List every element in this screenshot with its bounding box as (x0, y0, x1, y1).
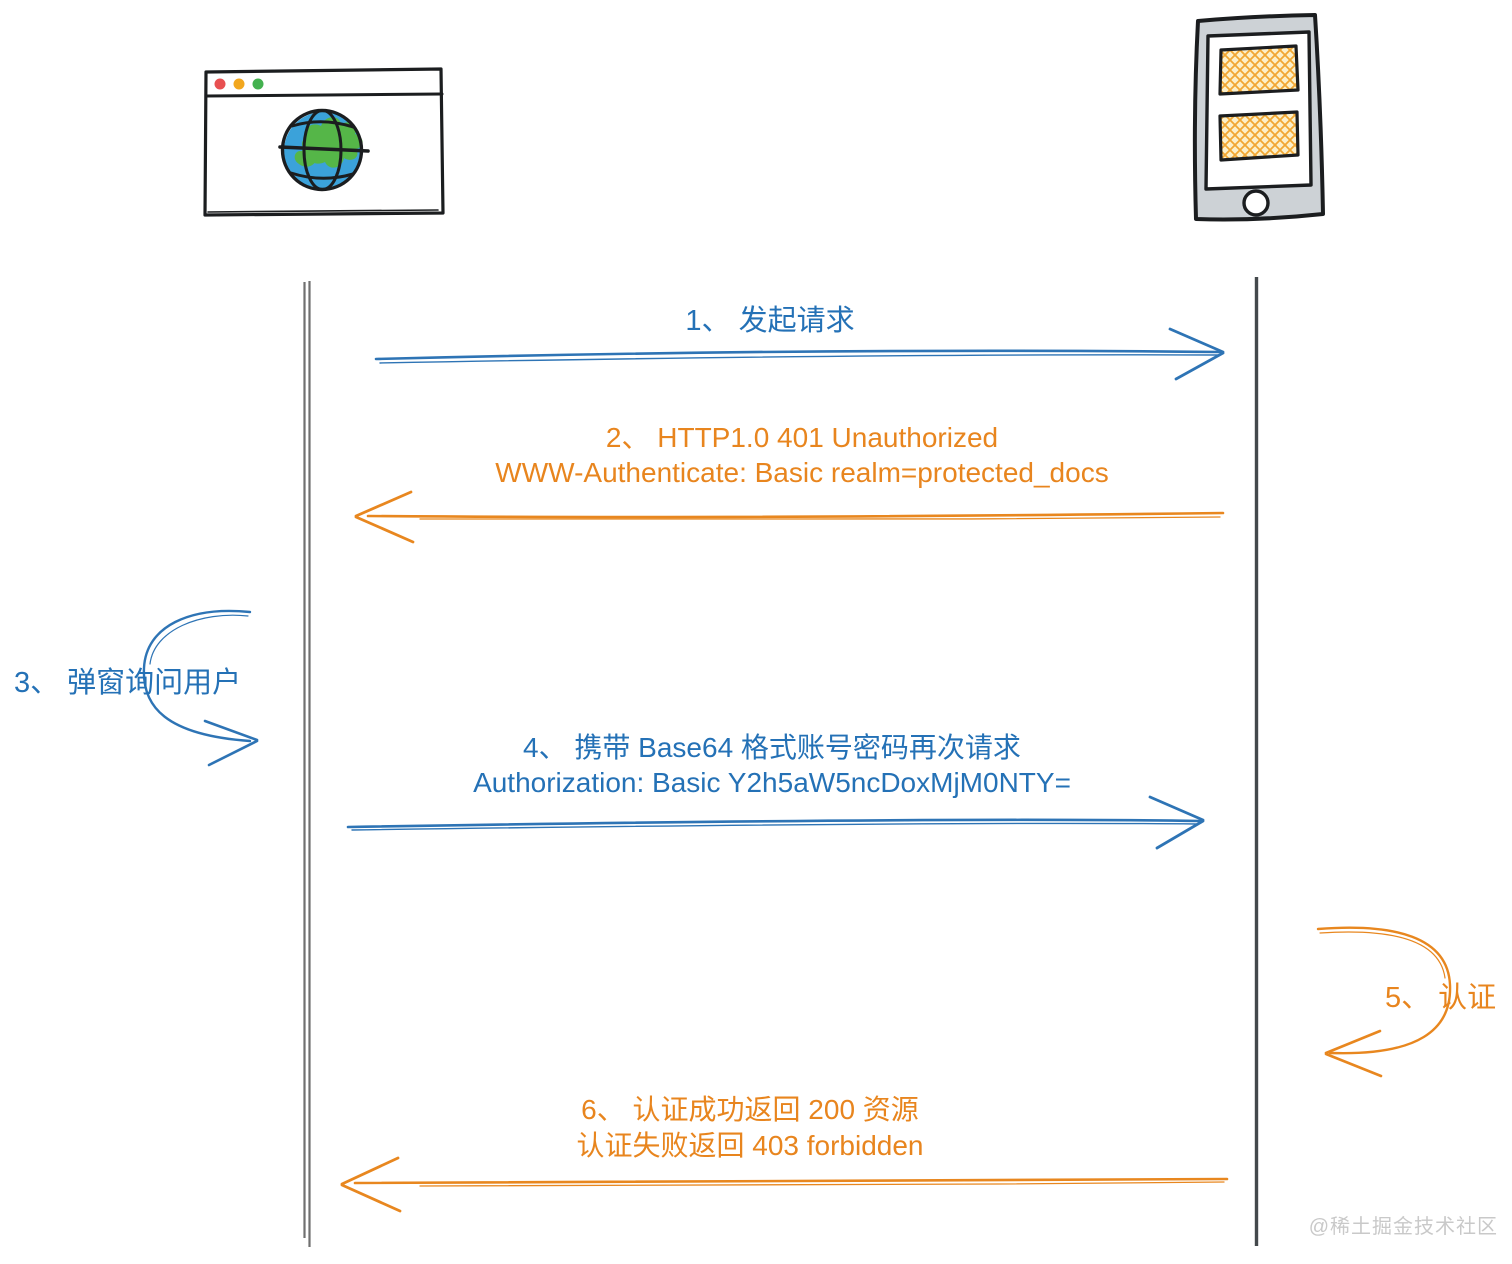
server-slot-top (1218, 44, 1300, 96)
globe-icon (278, 108, 370, 192)
message-4-line1: 4、 携带 Base64 格式账号密码再次请求 (523, 732, 1021, 763)
message-4-line2: Authorization: Basic Y2h5aW5ncDoxMjM0NTY… (473, 767, 1071, 798)
server-slot-bottom (1218, 110, 1300, 162)
dot-green (252, 78, 264, 90)
watermark: @稀土掘金技术社区 (1308, 1216, 1498, 1238)
arrow-request-4 (346, 795, 1205, 850)
self-loop-prompt-3 (142, 609, 259, 767)
message-6-label: 6、 认证成功返回 200 资源 认证失败返回 403 forbidden (420, 1092, 1080, 1164)
message-3-label: 3、 弹窗询问用户 (14, 667, 242, 699)
message-2-line2: WWW-Authenticate: Basic realm=protected_… (495, 457, 1109, 488)
message-2-label: 2、 HTTP1.0 401 Unauthorized WWW-Authenti… (432, 420, 1172, 490)
self-loop-auth-5 (1316, 926, 1452, 1078)
server-device-icon (1192, 13, 1325, 222)
arrow-response-6 (340, 1156, 1229, 1213)
arrow-response-2 (354, 490, 1225, 544)
browser-globe-icon (203, 67, 445, 217)
arrow-request-1 (374, 327, 1225, 381)
dot-red (214, 78, 226, 90)
message-5-label: 5、 认证 (1385, 982, 1497, 1014)
message-1-label: 1、 发起请求 (685, 305, 855, 337)
message-6-line1: 6、 认证成功返回 200 资源 (581, 1094, 919, 1125)
dot-yellow (233, 78, 245, 90)
client-lifeline (303, 281, 311, 1247)
browser-traffic-dots (214, 78, 264, 90)
message-4-label: 4、 携带 Base64 格式账号密码再次请求 Authorization: B… (402, 730, 1142, 800)
message-6-line2: 认证失败返回 403 forbidden (576, 1130, 924, 1161)
message-2-line1: 2、 HTTP1.0 401 Unauthorized (605, 422, 999, 453)
home-button-icon (1242, 189, 1270, 217)
